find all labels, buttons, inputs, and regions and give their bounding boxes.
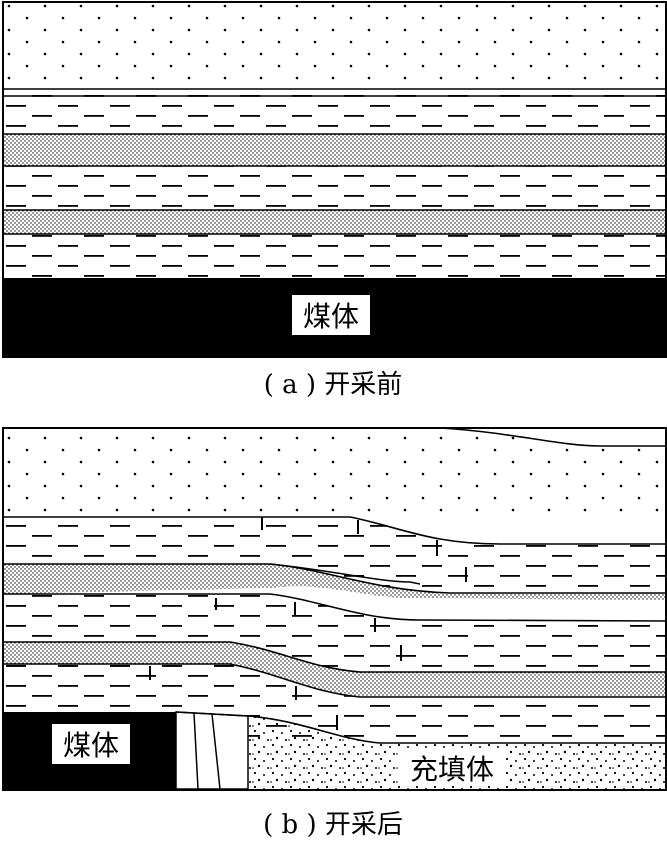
panel-a-fine-sand-2 xyxy=(4,210,665,234)
panel-b-caved-zone xyxy=(175,711,249,790)
panel-a-coal-label: 煤体 xyxy=(303,300,359,333)
panel-a-mudstone-3 xyxy=(4,234,665,278)
panel-a-top-sandstone xyxy=(4,3,665,89)
panel-b-coal-label-box xyxy=(52,724,130,764)
panel-a-caption: ( a ) 开采前 xyxy=(264,370,403,400)
panel-b-coal-label: 煤体 xyxy=(63,729,119,762)
panel-a-coal-label-box xyxy=(292,295,370,335)
panel-b-top-sandstone xyxy=(4,428,665,520)
panel-a-boundaries xyxy=(3,88,666,235)
panel-b-boundaries xyxy=(4,427,666,744)
panel-b-fine-sand-2 xyxy=(4,642,665,697)
panel-b-fill-label-box xyxy=(398,750,506,786)
panel-a-fine-sand-1 xyxy=(4,134,665,166)
panel-a-mudstone-2 xyxy=(4,166,665,210)
panel-b-caption: ( b ) 开采后 xyxy=(263,810,403,840)
panel-b-caved-blocks xyxy=(193,712,221,790)
panel-a: 煤体 ( a ) 开采前 xyxy=(2,1,667,400)
panel-b: 煤体 充填体 ( b ) 开采后 xyxy=(2,427,667,840)
panel-b-fine-sand-1 xyxy=(4,564,665,600)
panel-b-fill-label: 充填体 xyxy=(410,753,494,786)
panel-b-fractures xyxy=(149,517,467,730)
panel-b-frame xyxy=(2,427,667,791)
